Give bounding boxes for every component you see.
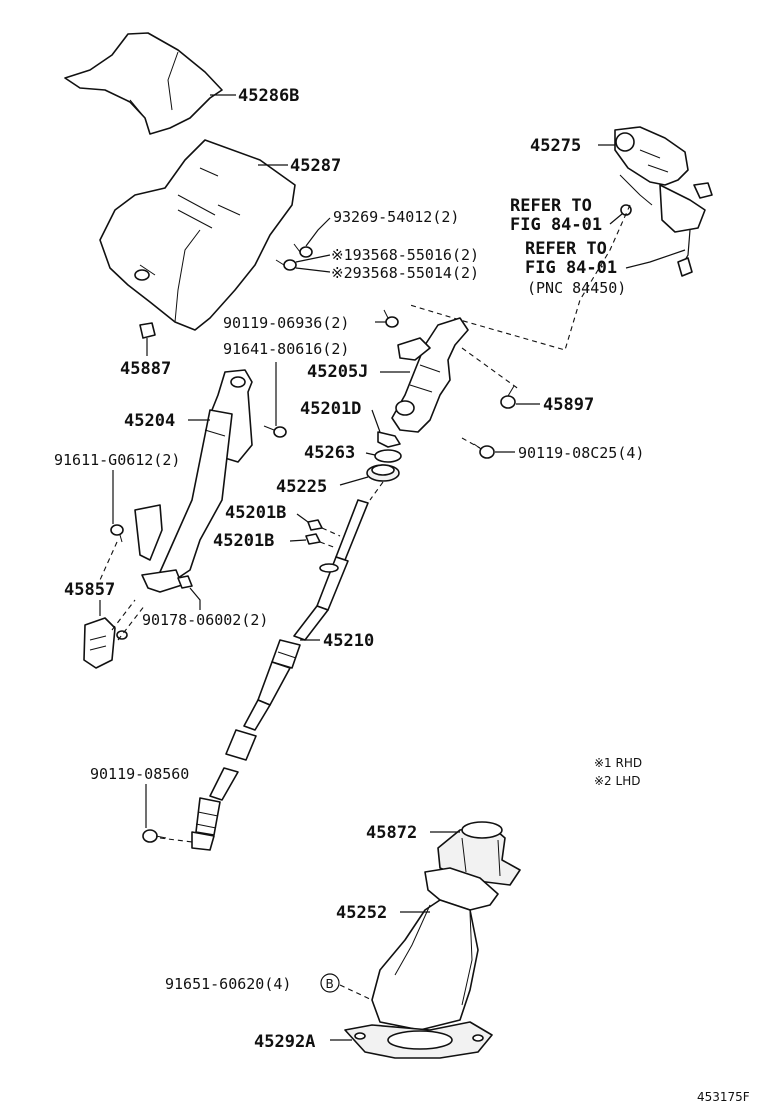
label-93269-54012: 93269-54012(2) [333, 208, 459, 226]
screw-93269[interactable] [293, 243, 313, 258]
label-90119-06936: 90119-06936(2) [223, 314, 349, 332]
label-90178-06002: 90178-06002(2) [142, 611, 268, 629]
bolt-90119-08C25[interactable] [473, 443, 495, 459]
label-45252: 45252 [336, 903, 387, 923]
refer-to2-line3: (PNC 84450) [527, 279, 626, 297]
bolt-91611-G0612[interactable] [110, 524, 124, 543]
label-45872: 45872 [366, 823, 417, 843]
bolt-91651-60620[interactable] [339, 984, 373, 1001]
leader-90178-06002 [189, 587, 201, 610]
leader-45201D [371, 409, 381, 433]
label-45201D: 45201D [300, 399, 361, 419]
part-45210-intermediate-shaft[interactable] [191, 499, 369, 851]
label-91641-80616: 91641-80616(2) [223, 340, 349, 358]
refer-to2-line2: FIG 84-01 [525, 258, 617, 278]
label-45263: 45263 [304, 443, 355, 463]
label-91651-60620: 91651-60620(4) [165, 975, 291, 993]
figure-number: 453175F [697, 1090, 750, 1104]
label-45887: 45887 [120, 359, 171, 379]
part-45204-column-bracket[interactable] [134, 369, 253, 593]
assembly-line-45857 [111, 599, 146, 641]
assembly-line-45897 [461, 347, 521, 391]
leader-45225 [339, 476, 369, 486]
leader-45201B [289, 513, 309, 542]
label-45210: 45210 [323, 631, 374, 651]
assembly-line-90119-08C25 [461, 437, 481, 449]
label-45204: 45204 [124, 411, 175, 431]
part-45286B-upper-cover[interactable] [64, 32, 223, 135]
refer-to-line2: FIG 84-01 [510, 215, 602, 235]
label-45292A: 45292A [254, 1032, 315, 1052]
part-45292A-gasket[interactable] [344, 1021, 493, 1059]
label-45205J: 45205J [307, 362, 368, 382]
leader-93269 [305, 217, 331, 247]
label-293568-55014: ※293568-55014(2) [331, 264, 479, 282]
part-45897-bolt[interactable] [500, 385, 516, 409]
bolt-91641-80616[interactable] [263, 425, 287, 438]
label-45897: 45897 [543, 395, 594, 415]
part-45857-bracket[interactable] [83, 617, 128, 669]
part-45252-column-hole-cover[interactable] [371, 867, 499, 1031]
leader-45263 [365, 452, 376, 456]
assembly-line-shaft-top [369, 481, 384, 501]
bolt-90119-08560[interactable] [142, 829, 167, 843]
legend-rhd: ※1 RHD [594, 756, 642, 770]
label-45201B-b: 45201B [213, 531, 274, 551]
label-45287: 45287 [290, 156, 341, 176]
legend-lhd: ※2 LHD [594, 774, 640, 788]
part-45287-lower-cover[interactable] [99, 139, 296, 331]
label-90119-08C25: 90119-08C25(4) [518, 444, 644, 462]
part-45225-bearing[interactable] [366, 464, 400, 482]
refer-to2-line1: REFER TO [525, 239, 607, 259]
label-90119-08560: 90119-08560 [90, 765, 189, 783]
part-45201D[interactable] [377, 431, 401, 448]
assembly-line-90119-08560 [159, 837, 193, 843]
part-45263[interactable] [374, 449, 402, 463]
part-45887-clip[interactable] [139, 322, 156, 339]
label-45857: 45857 [64, 580, 115, 600]
part-45205J-column-housing[interactable] [391, 317, 469, 433]
assembly-line-45201B [319, 527, 341, 549]
clip-90178-06002[interactable] [177, 575, 193, 589]
label-45275: 45275 [530, 136, 581, 156]
refer-note-fig-84-01: REFER TO FIG 84-01 [510, 196, 632, 235]
assembly-line-91611 [99, 541, 118, 581]
label-45286B: 45286B [238, 86, 299, 106]
circle-b-text: B [326, 977, 334, 991]
circle-b-marker: B [320, 973, 340, 993]
screw-93568[interactable] [275, 259, 297, 271]
part-45201B-clips[interactable] [305, 519, 323, 545]
part-45275-ignition-switch-lock[interactable] [614, 126, 713, 277]
label-193568-55016: ※193568-55016(2) [331, 246, 479, 264]
refer-note-fig-84-01-pnc-84450: REFER TO FIG 84-01 (PNC 84450) [525, 239, 686, 297]
bolt-90119-06936[interactable] [383, 309, 399, 328]
label-91611-G0612: 91611-G0612(2) [54, 451, 180, 469]
label-45225: 45225 [276, 477, 327, 497]
leader-93568 [295, 254, 331, 273]
label-45201B-a: 45201B [225, 503, 286, 523]
refer-to-line1: REFER TO [510, 196, 592, 216]
